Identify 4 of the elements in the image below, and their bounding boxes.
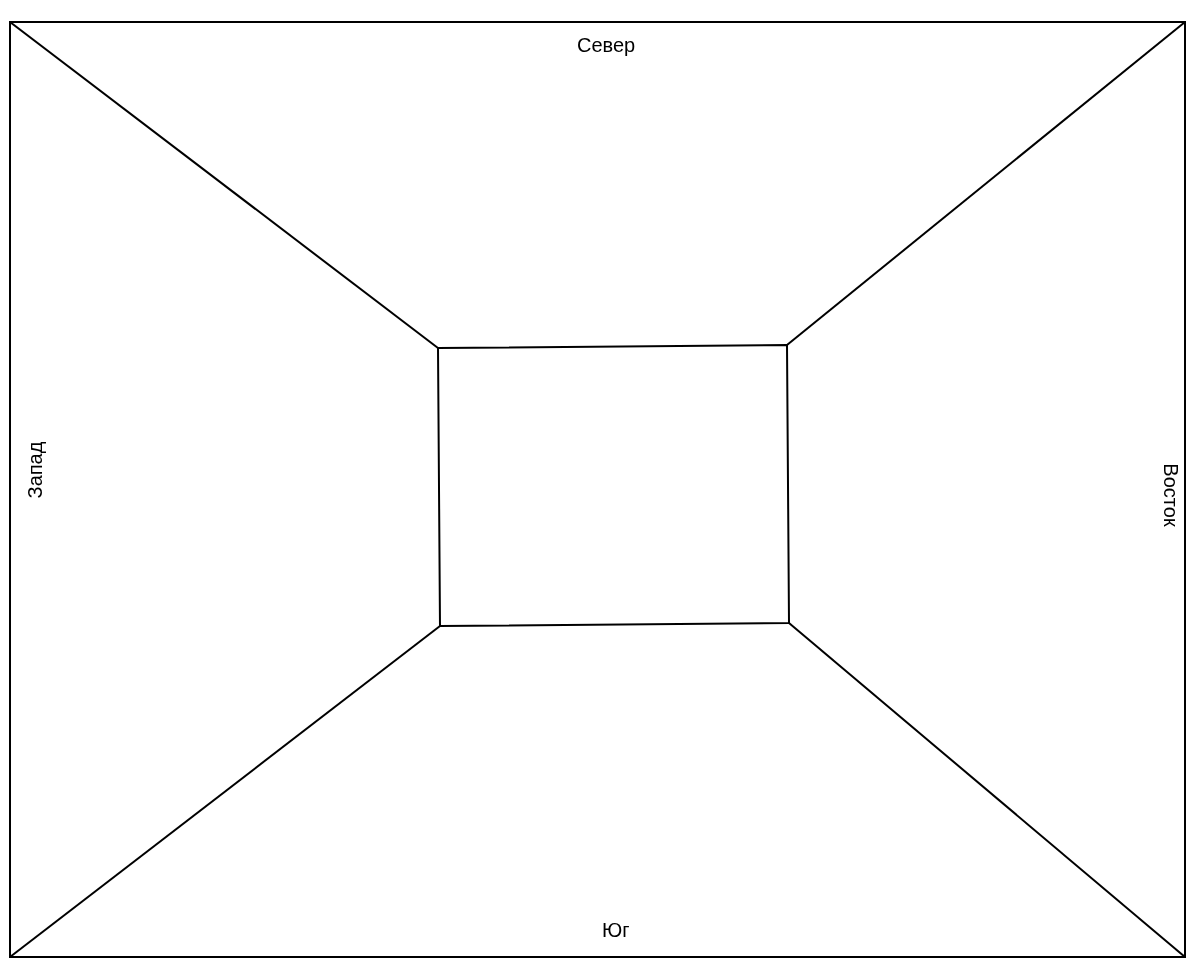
direction-label: Запад xyxy=(24,441,45,499)
direction-label: Юг xyxy=(602,920,630,940)
direction-label: Север xyxy=(577,35,636,55)
direction-label: Восток xyxy=(1160,463,1181,527)
